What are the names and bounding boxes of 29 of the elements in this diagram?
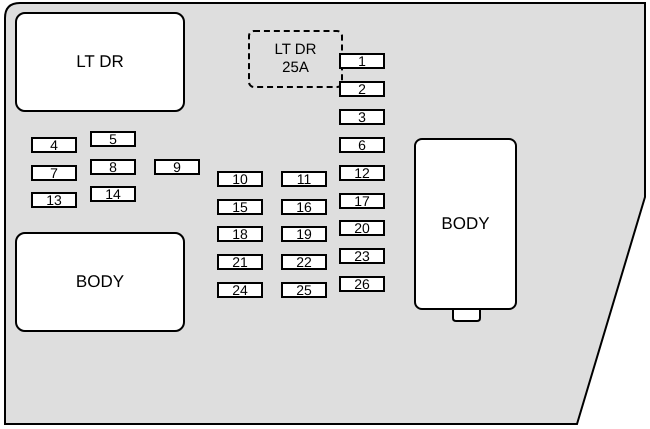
fuse: 2 <box>339 81 385 97</box>
fuse: 1 <box>339 53 385 69</box>
fuse: 3 <box>339 109 385 125</box>
fuse: 23 <box>339 248 385 264</box>
fuse: 24 <box>217 282 263 298</box>
relay-block: LT DR <box>15 12 185 112</box>
fuse: 25 <box>281 282 327 298</box>
fuse: 19 <box>281 226 327 242</box>
fuse: 6 <box>339 137 385 153</box>
fuse: 8 <box>90 159 136 175</box>
fuse: 11 <box>281 171 327 187</box>
relay-block: BODY <box>15 232 185 332</box>
fuse: 10 <box>217 171 263 187</box>
fuse: 15 <box>217 199 263 215</box>
relay-block: BODY <box>414 138 517 310</box>
fuse: 18 <box>217 226 263 242</box>
fuse: 20 <box>339 220 385 236</box>
fuse: 12 <box>339 165 385 181</box>
fuse: 14 <box>90 186 136 202</box>
fuse: 9 <box>154 159 200 175</box>
fuse: 7 <box>31 165 77 181</box>
fuse: 13 <box>31 192 77 208</box>
fuse: 22 <box>281 254 327 270</box>
fuse: 21 <box>217 254 263 270</box>
fuse: 16 <box>281 199 327 215</box>
fuse: 4 <box>31 137 77 153</box>
fuse: 17 <box>339 193 385 209</box>
fuse: 26 <box>339 276 385 292</box>
fuse: 5 <box>90 131 136 147</box>
